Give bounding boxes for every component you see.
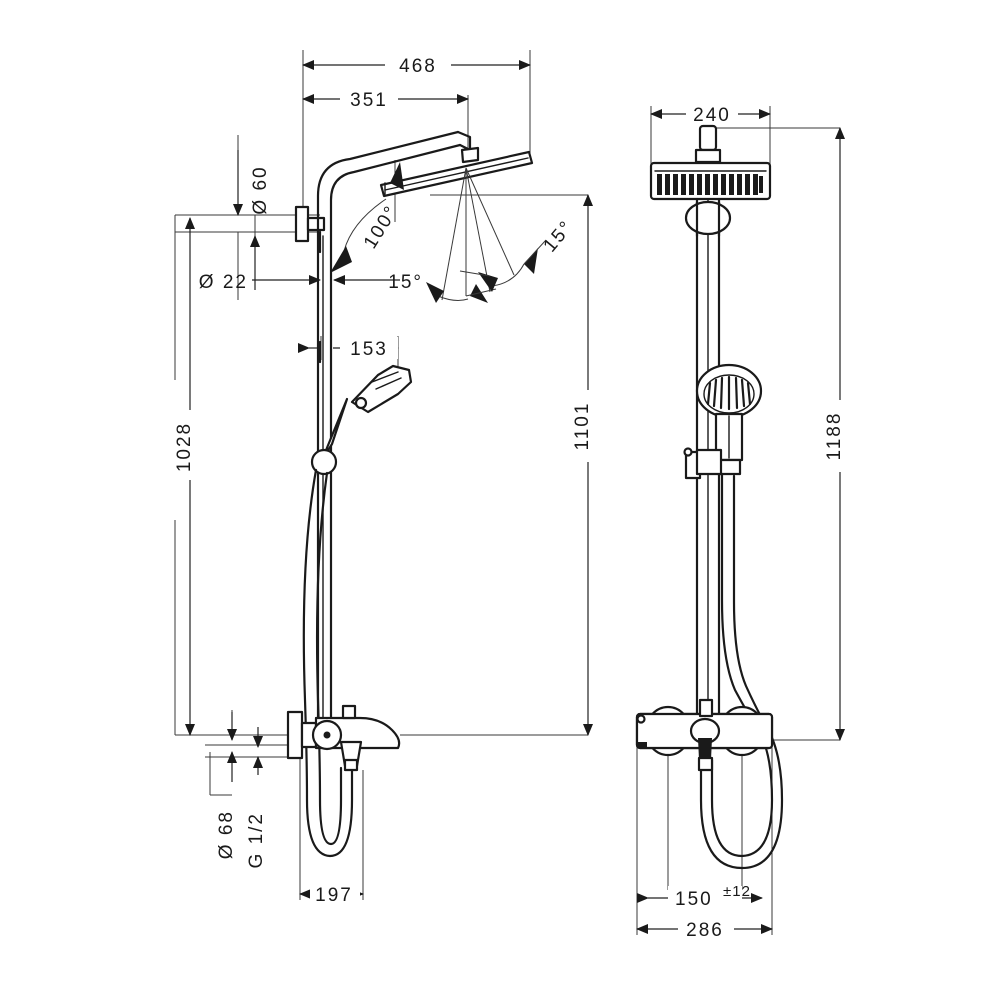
dimension-g-half-label: G 1/2 [246,812,267,868]
overhead-shower-head-front [649,124,772,201]
hand-shower-spray-face [706,375,752,411]
dimension-468-label: 468 [399,56,437,77]
dimension-197-label: 197 [315,885,353,906]
slider-holder-side [310,397,349,476]
dimension-1101: 1101 [572,194,599,736]
dimension-150-label: 150 [675,889,713,910]
angle-100-label: 100° [360,201,403,252]
hand-shower-front [695,363,763,476]
dimension-150-tol: 150 ±12 [637,883,763,910]
overhead-shower-head-side [379,146,534,198]
thermostatic-mixer-front [635,698,774,772]
dimension-diameter-22: Ø 22 [199,272,400,293]
dimension-1188: 1188 [824,127,851,741]
shower-hose-side [302,468,354,858]
thermostatic-mixer-side [286,704,401,772]
dimension-1101-label: 1101 [572,402,593,451]
dimension-diameter-68-label: Ø 68 [216,810,237,859]
dimension-150-tolerance-label: ±12 [723,883,751,900]
dimension-153: 153 [298,337,399,360]
dimension-diameter-60: Ø 60 [233,150,271,216]
dimension-197: 197 [299,883,364,906]
dimension-468: 468 [302,54,531,77]
angle-100-indicator: 100° [330,162,404,273]
spray-cone-rays [441,167,515,301]
shower-arm [316,130,472,233]
front-view-group: 240 1188 150 ±12 286 [635,103,851,941]
angle-15-left-indicator: 15° [388,272,497,303]
dimension-1028: 1028 [174,217,201,736]
dimension-286-label: 286 [686,920,724,941]
wall-connection-flange [294,205,326,243]
dimension-286: 286 [636,918,773,941]
side-view-extension-lines [174,50,588,900]
dimension-351-label: 351 [350,90,388,111]
dimension-1188-label: 1188 [824,412,845,461]
front-view-extension-lines [636,106,840,935]
dimension-153-label: 153 [350,339,388,360]
angle-15-left-label: 15° [388,272,423,293]
dimension-diameter-68: Ø 68 [216,712,237,859]
dimension-diameter-60-label: Ø 60 [250,165,271,214]
side-view-group: 468 351 Ø 60 Ø 22 153 [174,50,599,906]
dimension-1028-label: 1028 [174,422,195,472]
hand-shower-side [350,364,413,414]
dimension-351: 351 [302,88,469,111]
angle-15-right-label: 15° [540,216,578,256]
dimension-240: 240 [650,103,771,126]
dimension-diameter-22-label: Ø 22 [199,272,248,293]
dimension-240-label: 240 [693,105,731,126]
dimension-g-half: G 1/2 [246,727,267,868]
hand-shower-holder-bracket [683,447,723,480]
riser-coupling-ring [684,200,732,238]
